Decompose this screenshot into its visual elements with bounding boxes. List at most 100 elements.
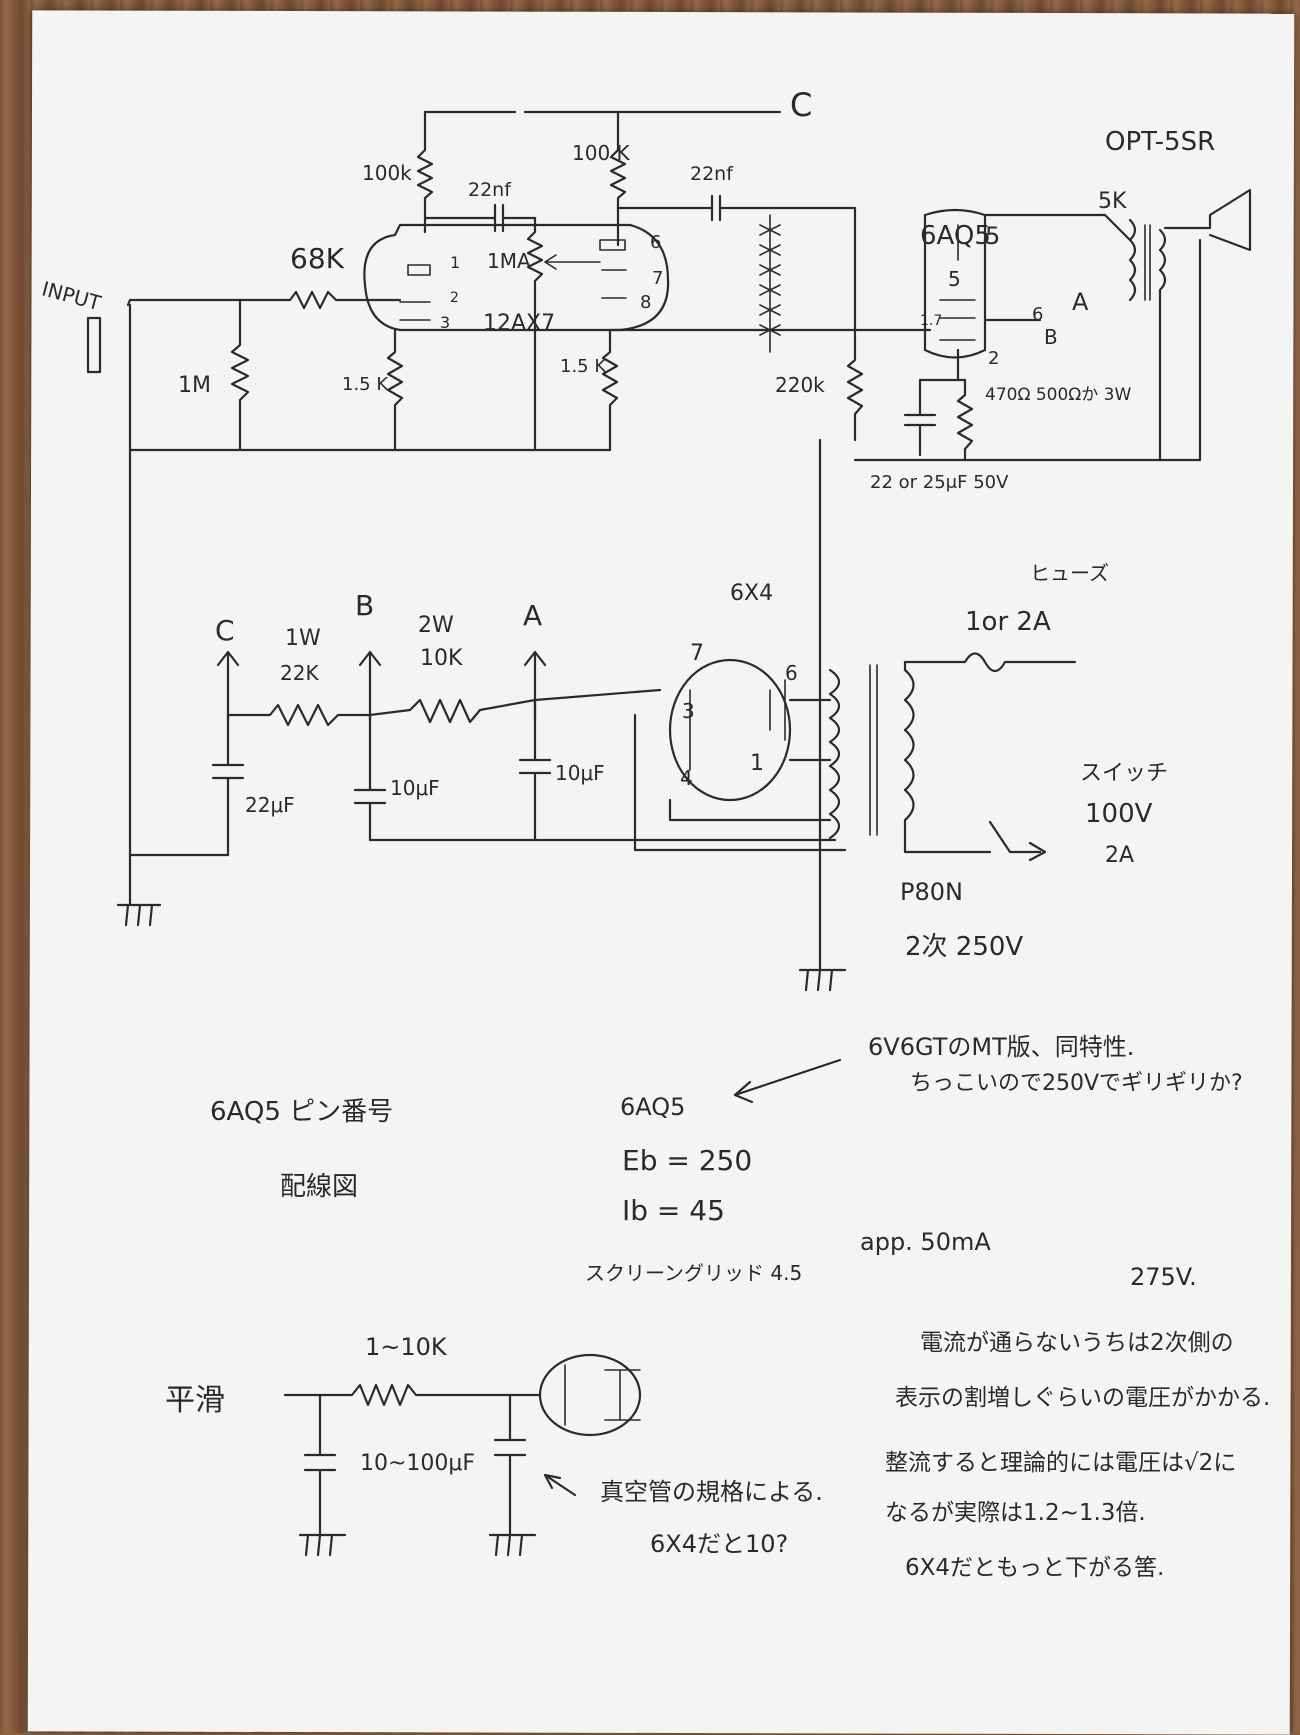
secondary-label: 2次 250V [905, 932, 1023, 962]
opt-core [1144, 224, 1151, 301]
c-22nf-right-label: 22nf [690, 163, 734, 185]
tube-6x4-label: 6X4 [730, 581, 773, 606]
r-1-5k-right-label: 1.5 K [560, 356, 607, 377]
smooth-r-label: 1~10K [365, 1333, 448, 1361]
fuse-label: ヒューズ [1030, 561, 1109, 585]
c-rail-label: C [790, 86, 812, 124]
c-10uf-b-label: 10μF [390, 776, 440, 800]
c-cathode-label: 22 or 25μF 50V [870, 472, 1009, 493]
pin-12ax7-1: 1 [450, 253, 460, 272]
b-node-label: B [355, 589, 374, 622]
smooth-tube-electrodes [564, 1364, 641, 1426]
note-6v6: 6V6GTのMT版、同特性. [868, 1033, 1134, 1061]
opt-primary [1128, 218, 1137, 302]
cap-10uf-b [353, 713, 387, 842]
c-22uf-label: 22μF [245, 793, 295, 817]
a-node-label: A [523, 599, 542, 632]
r-100k-right-label: 100 K [572, 141, 631, 165]
smooth-cap-1 [298, 1393, 347, 1557]
spec-275v: 275V. [1130, 1263, 1197, 1291]
tube-12ax7-right-electrodes [599, 239, 627, 299]
heater-wiring [633, 698, 847, 852]
pot-1ma [526, 216, 544, 452]
switch-symbol [988, 820, 1047, 862]
smooth-label: 平滑 [165, 1383, 225, 1418]
pin-6aq5-1-7: 1.7 [920, 313, 942, 329]
v100-label: 100V [1085, 799, 1153, 829]
pin-title: 6AQ5 ピン番号 [210, 1097, 393, 1127]
r-1-5k-left-label: 1.5 K [342, 374, 389, 395]
pin-6aq5-5-inner: 5 [948, 267, 961, 291]
switch-label: スイッチ [1080, 761, 1168, 786]
transformer-secondary [828, 668, 841, 840]
spec-ib: Ib = 45 [622, 1194, 725, 1227]
speaker-return [1068, 238, 1202, 462]
wiring-title: 配線図 [280, 1172, 358, 1202]
a2-label: 2A [1105, 843, 1134, 868]
pin-6aq5-5: 5 [985, 222, 1000, 250]
note-rect-1: 整流すると理論的には電圧は√2に [885, 1450, 1236, 1476]
spec-app: app. 50mA [860, 1228, 991, 1256]
resistor-1-5k-right [601, 328, 619, 452]
r-100k-left-label: 100k [362, 161, 412, 185]
note-vacuum-2: 6X4だと10? [650, 1530, 788, 1558]
tube-6aq5-envelope [923, 208, 987, 359]
pin-12ax7-3: 3 [440, 313, 450, 332]
r-10k-label: 10K [420, 646, 463, 671]
pin-12ax7-7: 7 [652, 268, 663, 289]
spec-6aq5: 6AQ5 [620, 1093, 685, 1121]
shielded-wire [759, 214, 781, 353]
pin-6x4-7: 7 [690, 641, 704, 666]
note-current-2: 表示の割増しぐらいの電圧がかかる. [895, 1385, 1270, 1411]
c-node-label: C [215, 614, 235, 647]
spec-screen: スクリーングリッド 4.5 [585, 1261, 802, 1285]
r-2w-label: 2W [418, 613, 454, 638]
a-node-arrow [523, 650, 547, 667]
cap-cathode [903, 378, 967, 457]
resistor-1m [230, 298, 250, 452]
input-jack [86, 316, 102, 374]
smooth-c-label: 10~100μF [360, 1451, 475, 1476]
transformer-core [869, 664, 878, 836]
resistor-220k [846, 328, 864, 442]
note-current-1: 電流が通らないうちは2次側の [920, 1330, 1234, 1356]
smooth-cap-2 [488, 1393, 537, 1557]
note-rect-3: 6X4だともっと下がる筈. [905, 1555, 1164, 1581]
pin-6aq5-6: 6 [1032, 304, 1043, 325]
c-22nf-left-label: 22nf [468, 179, 512, 201]
r-1m-label: 1M [178, 373, 211, 398]
note-arrow [733, 1058, 842, 1104]
pin-6x4-1: 1 [750, 751, 764, 776]
opt-5k-label: 5K [1098, 189, 1127, 214]
cap-22nf-left [423, 203, 537, 233]
spec-eb: Eb = 250 [622, 1144, 752, 1177]
pin-6x4-6: 6 [785, 661, 798, 685]
pot-1ma-label: 1MA [487, 249, 531, 273]
resistor-68k [126, 290, 402, 310]
r-220k-label: 220k [775, 373, 825, 397]
pot-wiper-arrow [544, 254, 601, 270]
r-22k-label: 22K [280, 661, 319, 685]
ground-symbol-left [116, 853, 162, 927]
speaker-icon [1163, 188, 1252, 252]
pin-6aq5-2: 2 [988, 348, 999, 369]
pin-12ax7-6: 6 [650, 232, 661, 253]
cap-22nf-right [616, 194, 857, 332]
tube-12ax7-left-electrodes [399, 264, 431, 321]
a-label-top: A [1072, 288, 1089, 316]
note-vacuum-1: 真空管の規格による. [600, 1478, 823, 1506]
smooth-resistor [283, 1383, 542, 1407]
b-node-arrow [358, 650, 382, 667]
tube-12ax7-label: 12AX7 [483, 311, 555, 336]
resistor-cathode [956, 378, 974, 462]
ground-symbol-center [798, 438, 847, 992]
fuse-value-label: 1or 2A [965, 607, 1051, 637]
smooth-arrow [543, 1473, 577, 1497]
pin-12ax7-8: 8 [640, 292, 651, 313]
fuse-symbol [903, 652, 1077, 673]
b-label-top: B [1044, 325, 1058, 349]
cap-22uf [128, 448, 245, 857]
smooth-tube-icon [538, 1353, 642, 1437]
filter-resistors [226, 688, 662, 727]
